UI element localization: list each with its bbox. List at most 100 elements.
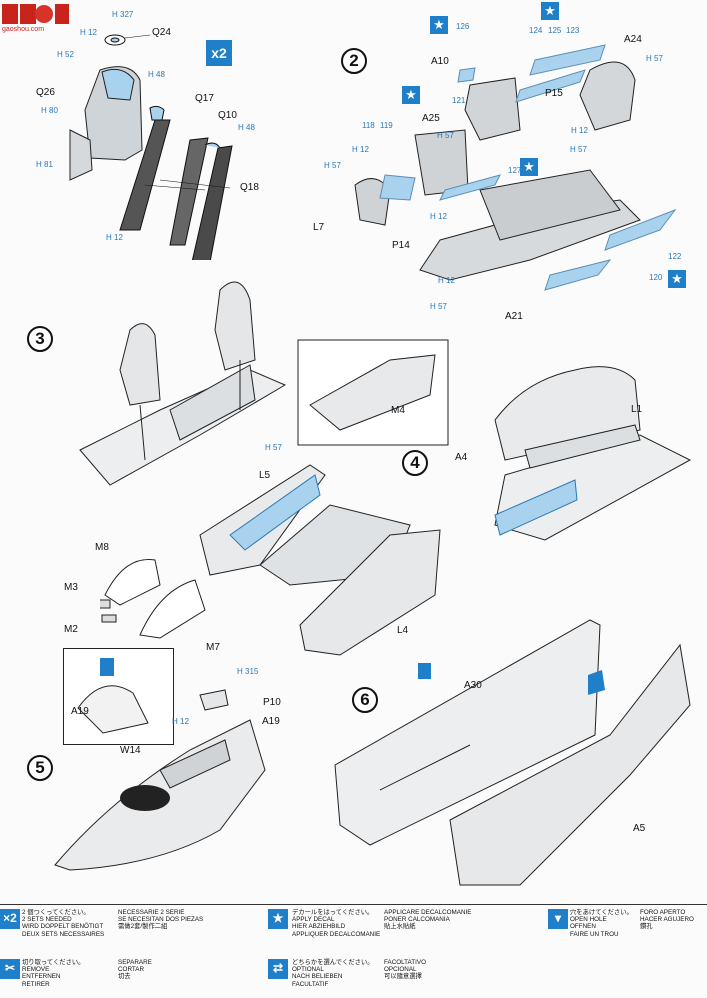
legend-text: 切り取ってください。 REMOVE ENTFERNEN RETIRER xyxy=(22,959,84,988)
legend-line: CORTAR xyxy=(118,966,145,974)
hole-ref: H 57 xyxy=(430,302,447,311)
legend-line: 2 SETS NEEDED xyxy=(22,916,72,924)
part-label: M8 xyxy=(95,542,109,553)
hole-ref: H 12 xyxy=(430,212,447,221)
hole-ref: H 12 xyxy=(172,717,189,726)
step5-detail-inset xyxy=(63,648,174,745)
decal-number: 119 xyxy=(380,121,393,130)
step6-rear-fuselage-art xyxy=(334,619,691,886)
hole-ref: H 315 xyxy=(237,667,259,676)
hole-ref: H 57 xyxy=(437,131,454,140)
part-label: Q18 xyxy=(240,182,259,193)
step4-canopy-art xyxy=(100,558,206,639)
legend-line: PONER CALCOMANIA xyxy=(384,916,450,924)
hole-ref: H 12 xyxy=(438,276,455,285)
multiplier-badge: x2 xyxy=(206,40,232,66)
optional-arrows-icon: ⇄ xyxy=(268,959,288,979)
decal-number: 121 xyxy=(452,96,466,105)
legend-text: FACOLTATIVO OPCIONAL 可以隨意選擇 xyxy=(384,959,426,981)
step-number-2: 2 xyxy=(341,48,367,74)
drill-hole-icon: ▾ xyxy=(548,909,568,929)
logo-graphic xyxy=(2,4,69,24)
legend-line: 可以隨意選擇 xyxy=(384,973,422,981)
hole-ref: H 48 xyxy=(148,70,165,79)
decal-number: 126 xyxy=(456,22,470,31)
hole-ref: H 52 xyxy=(57,50,74,59)
step4-fuselage-left-art xyxy=(199,339,449,656)
watermark-url: gaoshou.com xyxy=(2,26,45,33)
step4-fuselage-right-art xyxy=(494,366,692,541)
part-label: M3 xyxy=(64,582,78,593)
legend-line: RETIRER xyxy=(22,980,50,988)
part-label: P14 xyxy=(392,240,410,251)
part-label: A4 xyxy=(455,452,468,463)
legend-line: WIRD DOPPELT BENÖTIGT xyxy=(22,923,104,931)
part-label: A19 xyxy=(262,716,280,727)
part-label: M7 xyxy=(206,642,220,653)
part-label: Q24 xyxy=(152,27,171,38)
part-label: L4 xyxy=(397,625,409,636)
legend-text: 2 個つくってください。 2 SETS NEEDED WIRD DOPPELT … xyxy=(22,909,104,938)
hole-ref: H 327 xyxy=(112,10,134,19)
legend-line: OPTIONAL xyxy=(292,966,324,974)
legend-line: NECESSARIE 2 SERIE xyxy=(118,909,185,916)
legend-line: REMOVE xyxy=(22,966,50,974)
legend-line: OPCIONAL xyxy=(384,966,417,974)
decal-number: 120 xyxy=(649,273,663,282)
part-label: P10 xyxy=(263,697,281,708)
legend-line: デカールをはってください。 xyxy=(292,909,374,916)
step-number-5: 5 xyxy=(27,755,53,781)
part-label: W14 xyxy=(120,745,141,756)
part-label: Q26 xyxy=(36,87,55,98)
decal-number: 124 xyxy=(529,26,543,35)
legend-text: デカールをはってください。 APPLY DECAL HIER ABZIEHBIL… xyxy=(292,909,380,938)
legend-line: 需做2套/製作二組 xyxy=(118,923,168,931)
step-number-3: 3 xyxy=(27,326,53,352)
part-label: A5 xyxy=(633,823,646,834)
decal-star-icon: ★ xyxy=(541,2,559,20)
hole-ref: H 12 xyxy=(80,28,97,37)
legend-text: SEPARARE CORTAR 切去 xyxy=(118,959,152,981)
legend-line: 切去 xyxy=(118,973,131,981)
step-number-6: 6 xyxy=(352,687,378,713)
decal-number: 118 xyxy=(362,121,375,130)
decal-number: 127 xyxy=(508,166,522,175)
part-label: M2 xyxy=(64,624,78,635)
step2-cockpit-tub-art xyxy=(354,44,677,291)
legend-line: 貼上水貼紙 xyxy=(384,923,416,931)
hole-ref: H 81 xyxy=(36,160,53,169)
legend-line: OFFNEN xyxy=(570,923,596,931)
cut-scissors-icon: ✂ xyxy=(0,959,20,979)
legend-line: 鑽孔 xyxy=(640,923,653,931)
legend-line: FACULTATIF xyxy=(292,980,329,988)
legend-text: NECESSARIE 2 SERIE SE NECESITAN DOS PIEZ… xyxy=(118,909,203,931)
hole-ref: H 12 xyxy=(106,233,123,242)
legend-line: SEPARARE xyxy=(118,959,152,966)
part-label: M4 xyxy=(391,405,405,416)
legend-line: 2 個つくってください。 xyxy=(22,909,90,916)
part-label: A19 xyxy=(71,706,89,717)
legend-line: FORO APERTO xyxy=(640,909,686,916)
legend-line: APPLY DECAL xyxy=(292,916,335,924)
part-label: A25 xyxy=(422,113,440,124)
legend-line: HACER AGUJERO xyxy=(640,916,694,924)
decal-number: 123 xyxy=(566,26,580,35)
symbol-legend: ×2 2 個つくってください。 2 SETS NEEDED WIRD DOPPE… xyxy=(0,904,707,998)
legend-line: 切り取ってください。 xyxy=(22,959,85,966)
multiplier-icon: ×2 xyxy=(0,909,20,929)
hole-ref: H 80 xyxy=(41,106,58,115)
decal-star-icon: ★ xyxy=(430,16,448,34)
legend-line: ENTFERNEN xyxy=(22,973,61,981)
decal-star-icon: ★ xyxy=(668,270,686,288)
part-label: Q10 xyxy=(218,110,237,121)
legend-line: HIER ABZIEHBILD xyxy=(292,923,346,931)
decal-number: 125 xyxy=(548,26,562,35)
hole-ref: H 57 xyxy=(265,443,282,452)
legend-line: FACOLTATIVO xyxy=(384,959,426,966)
watermark-logo xyxy=(0,0,72,30)
legend-line: FAIRE UN TROU xyxy=(570,930,619,938)
step1-ejection-seats-art xyxy=(69,34,233,260)
part-label: A24 xyxy=(624,34,642,45)
decal-number: 122 xyxy=(668,252,682,261)
step3-cockpit-assembly-art xyxy=(79,281,287,486)
